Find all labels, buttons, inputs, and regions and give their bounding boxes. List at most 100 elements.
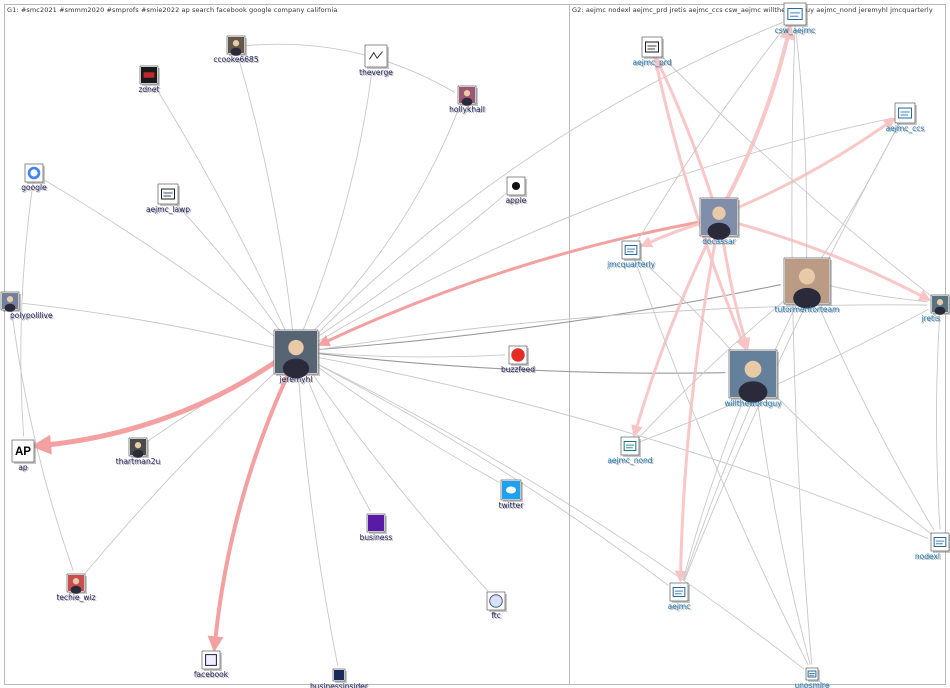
node-label-techie_wiz: techie_wiz (56, 593, 95, 602)
node-label-unosmlre: unosmlre (795, 681, 830, 688)
avatar-photo-icon (700, 198, 738, 240)
node-label-polypolilive: polypolilive (10, 311, 53, 320)
node-label-twitter: twitter (499, 501, 525, 510)
edge-jeremyhl-to-facebook (215, 365, 293, 648)
edge-jeremyhl-to-theverge (299, 71, 372, 340)
node-layer: ccooke6685ccooke6685zdnetzdnetthevergeth… (1, 3, 950, 688)
node-label-aejmc_nond: aejmc_nond (607, 456, 653, 465)
doc-icon (895, 103, 915, 123)
twitter-logo-icon (501, 480, 521, 500)
edge-layer (11, 19, 940, 668)
business-logo-icon (367, 514, 385, 532)
edge-jeremyhl-to-business (302, 364, 371, 511)
zdnet-logo-icon (140, 66, 158, 84)
node-label-theverge: theverge (359, 68, 393, 77)
avatar-photo-icon (129, 438, 147, 458)
edge-jeremyhl-to-apple (307, 194, 506, 344)
avatar-photo-icon (227, 36, 245, 56)
node-label-ap: ap (18, 463, 28, 472)
facebook-logo-icon (202, 651, 220, 669)
edge-jeremyhl-to-aejmc_lawp (177, 205, 288, 342)
node-label-ccooke6685: ccooke6685 (213, 55, 258, 64)
edge-jeremyhl-to-aejmc (307, 359, 668, 585)
doc-icon (806, 668, 818, 680)
doc-icon (621, 437, 639, 455)
edge-willthewordguy-to-aejmc (683, 388, 748, 580)
node-label-aejmc_lawp: aejmc_lawp (146, 205, 190, 214)
edge-csw_aejmc-to-unosmlre (792, 21, 812, 664)
edge-jeremyhl-to-polypolilive (23, 303, 283, 349)
buzzfeed-logo-icon (509, 346, 527, 364)
node-label-ftc: ftc (491, 611, 501, 620)
doc-icon (158, 184, 178, 204)
svg-text:AP: AP (15, 446, 31, 458)
avatar-photo-icon (729, 350, 777, 403)
edge-docassar-to-aejmc_nond (635, 228, 715, 434)
edge-tutormentorteam-to-jretis (821, 283, 928, 301)
node-label-zdnet: zdnet (138, 85, 159, 94)
node-label-nodexl: nodexl (915, 552, 940, 561)
avatar-photo-icon (67, 574, 85, 594)
node-label-businessinsider: businessinsider (310, 682, 369, 688)
ap-logo-icon: AP (12, 440, 34, 462)
edge-jretis-to-nodexl (936, 309, 940, 529)
google-logo-icon (25, 164, 43, 182)
node-label-business: business (360, 533, 393, 542)
node-label-hollykhall: hollykhall (449, 105, 485, 114)
doc-icon (931, 533, 949, 551)
node-label-jeremyhl: jeremyhl (279, 375, 313, 384)
doc-icon (642, 37, 662, 57)
ftc-seal-icon (487, 592, 505, 610)
edge-docassar-to-aejmc (680, 228, 717, 579)
node-label-aejmc_ccs: aejmc_ccs (886, 124, 925, 133)
verge-logo-icon (365, 45, 387, 67)
edge-google-to-ap (21, 178, 34, 436)
edge-jeremyhl-to-ftc (304, 362, 488, 591)
bi-logo-icon (333, 669, 345, 681)
edge-jeremyhl-to-ccooke6685 (239, 58, 294, 339)
node-label-jretis: jretis (920, 314, 940, 323)
node-label-google: google (21, 183, 47, 192)
edge-jeremyhl-to-twitter (307, 359, 499, 482)
avatar-photo-icon (458, 86, 476, 106)
edge-jeremyhl-to-techie_wiz (85, 362, 287, 574)
avatar-photo-icon (931, 295, 949, 315)
node-label-docassar: docassar (702, 237, 736, 246)
edge-docassar-to-jeremyhl (321, 221, 708, 345)
edge-ccooke6685-to-hollykhall (241, 44, 454, 92)
edge-jeremyhl-to-nodexl (309, 356, 928, 539)
node-label-thartman2u: thartman2u (116, 457, 161, 466)
doc-icon (670, 583, 688, 601)
edge-docassar-to-aejmc_ccs (729, 120, 893, 212)
